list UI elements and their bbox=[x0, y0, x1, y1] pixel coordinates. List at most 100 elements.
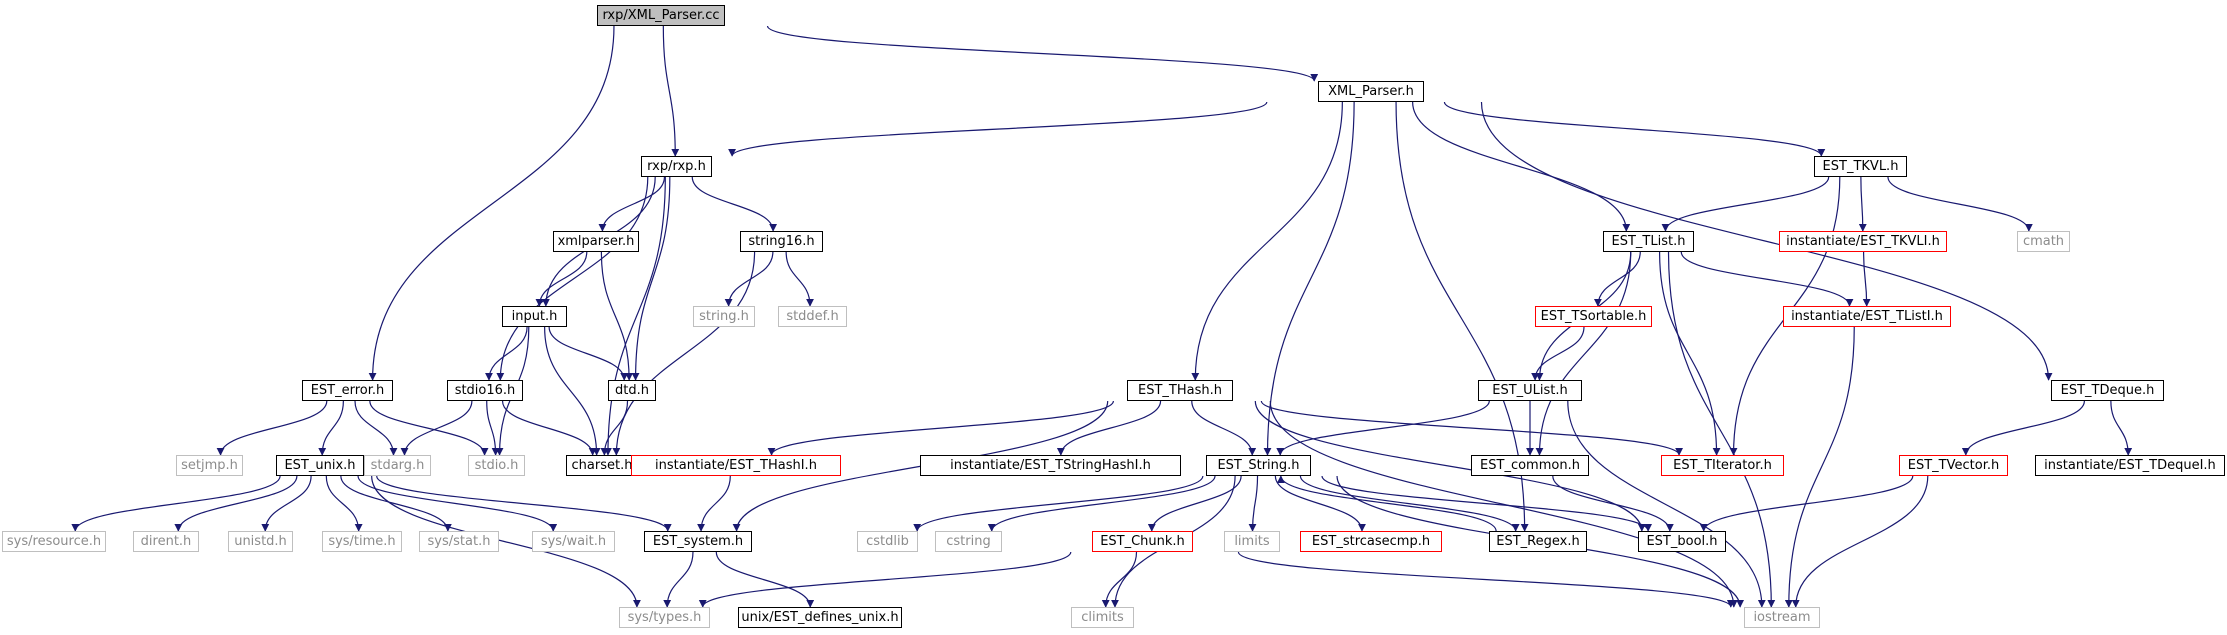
edge-rxp_h-to-string16_h bbox=[691, 176, 778, 232]
edge-rxp_h-to-dtd_h bbox=[631, 176, 671, 381]
edge-dtd_h-to-charset_h bbox=[600, 400, 629, 456]
node-instantiate-est-tdequei-h[interactable]: instantiate/EST_TDequeI.h bbox=[2035, 455, 2225, 476]
edge-est_tkvl_h-to-inst_tkvli_h bbox=[1858, 176, 1867, 232]
node-est-error-h[interactable]: EST_error.h bbox=[302, 380, 393, 401]
edge-rxp_h-to-charset_h bbox=[603, 176, 666, 456]
edge-rxp_h-to-stdio16_h bbox=[496, 176, 649, 381]
node-stdio-h: stdio.h bbox=[468, 455, 525, 476]
node-est-titerator-h[interactable]: EST_TIterator.h bbox=[1661, 455, 1784, 476]
node-est-unix-h[interactable]: EST_unix.h bbox=[276, 455, 364, 476]
edge-est_string_h-to-est_chunk_h bbox=[1147, 475, 1242, 532]
edge-root-to-est_error_h bbox=[368, 25, 615, 381]
edge-est_tlist_h-to-inst_tlisti_h bbox=[1680, 251, 1854, 307]
node-instantiate-est-thashi-h[interactable]: instantiate/EST_THashI.h bbox=[631, 455, 841, 476]
edge-est_thash_h-to-est_bool_h bbox=[1254, 400, 1646, 532]
node-charset-h[interactable]: charset.h bbox=[566, 455, 638, 476]
edge-xmlparser_h-to-dtd_h bbox=[600, 251, 634, 381]
edge-est_tlist_h-to-iostream bbox=[1667, 251, 1776, 608]
node-est-ulist-h[interactable]: EST_UList.h bbox=[1478, 380, 1582, 401]
edge-est_thash_h-to-est_titerator_h bbox=[1260, 400, 1683, 456]
node-est-tkvl-h[interactable]: EST_TKVL.h bbox=[1814, 156, 1907, 177]
edge-est_thash_h-to-iostream bbox=[1269, 400, 1738, 608]
edge-est_system_h-to-sys_types_h bbox=[663, 551, 694, 608]
node-est-tdeque-h[interactable]: EST_TDeque.h bbox=[2051, 380, 2164, 401]
node-unistd-h: unistd.h bbox=[228, 531, 293, 552]
node-cstring: cstring bbox=[935, 531, 1002, 552]
edge-est_string_h-to-cstdlib bbox=[913, 475, 1204, 532]
node-iostream: iostream bbox=[1744, 607, 1820, 628]
node-est-common-h[interactable]: EST_common.h bbox=[1471, 455, 1589, 476]
edge-est_common_h-to-est_bool_h bbox=[1552, 475, 1674, 532]
node-instantiate-est-tkvli-h[interactable]: instantiate/EST_TKVLI.h bbox=[1779, 231, 1947, 252]
node-xmlparser-h[interactable]: xmlparser.h bbox=[553, 231, 639, 252]
edge-est_string_h-to-cstring bbox=[987, 475, 1216, 532]
edge-est_string_h-to-est_strcasecmp_h bbox=[1274, 475, 1366, 532]
edge-est_string_h-to-limits bbox=[1248, 475, 1259, 532]
edge-est_tvector_h-to-iostream bbox=[1791, 475, 1929, 608]
node-est-string-h[interactable]: EST_String.h bbox=[1206, 455, 1311, 476]
edge-est_tlist_h-to-est_titerator_h bbox=[1659, 251, 1721, 456]
edge-input_h-to-stdio16_h bbox=[484, 326, 528, 381]
edge-est_unix_h-to-sys_types_h bbox=[371, 475, 641, 608]
node-est-tsortable-h[interactable]: EST_TSortable.h bbox=[1535, 306, 1652, 327]
edge-input_h-to-charset_h bbox=[544, 326, 601, 456]
node-climits: climits bbox=[1071, 607, 1134, 628]
node-instantiate-est-tstringhashi-h[interactable]: instantiate/EST_TStringHashI.h bbox=[920, 455, 1181, 476]
edge-xml_parser_h-to-est_regex_h bbox=[1395, 101, 1529, 532]
edge-est_chunk_h-to-sys_types_h bbox=[698, 551, 1072, 608]
node-string-h: string.h bbox=[693, 306, 755, 327]
node-xml-parser-h[interactable]: XML_Parser.h bbox=[1318, 81, 1424, 102]
edge-xml_parser_h-to-est_thash_h bbox=[1191, 101, 1343, 381]
node-input-h[interactable]: input.h bbox=[502, 306, 567, 327]
node-sys-wait-h: sys/wait.h bbox=[532, 531, 615, 552]
node-est-tlist-h[interactable]: EST_TList.h bbox=[1603, 231, 1694, 252]
node-sys-stat-h: sys/stat.h bbox=[419, 531, 499, 552]
edge-rxp_h-to-xmlparser_h bbox=[598, 176, 666, 232]
edge-est_string_h-to-est_regex_h bbox=[1299, 475, 1520, 532]
edge-est_thash_h-to-est_string_h bbox=[1191, 400, 1257, 456]
edge-stdio16_h-to-stdio_h bbox=[486, 400, 500, 456]
node-dtd-h[interactable]: dtd.h bbox=[608, 380, 656, 401]
edge-est_chunk_h-to-climits bbox=[1101, 551, 1138, 608]
node-root-file: rxp/XML_Parser.cc bbox=[597, 5, 725, 26]
edge-est_tlist_h-to-est_tsortable_h bbox=[1593, 251, 1641, 307]
node-est-bool-h[interactable]: EST_bool.h bbox=[1638, 531, 1726, 552]
edge-est_string_h-to-est_bool_h bbox=[1321, 475, 1653, 532]
edge-inst_tlisti_h-to-iostream bbox=[1784, 326, 1855, 608]
node-est-strcasecmp-h[interactable]: EST_strcasecmp.h bbox=[1300, 531, 1442, 552]
node-est-tvector-h[interactable]: EST_TVector.h bbox=[1899, 455, 2008, 476]
node-limits: limits bbox=[1224, 531, 1280, 552]
node-sys-time-h: sys/time.h bbox=[322, 531, 402, 552]
node-sys-resource-h: sys/resource.h bbox=[2, 531, 106, 552]
node-est-system-h[interactable]: EST_system.h bbox=[644, 531, 752, 552]
edge-est_tkvl_h-to-cmath bbox=[1887, 176, 2033, 232]
edge-root-to-rxp_h bbox=[662, 25, 680, 157]
edge-est_tdeque_h-to-est_tvector_h bbox=[1961, 400, 2085, 456]
edge-est_tlist_h-to-est_common_h bbox=[1535, 251, 1632, 456]
node-est-chunk-h[interactable]: EST_Chunk.h bbox=[1092, 531, 1193, 552]
node-est-regex-h[interactable]: EST_Regex.h bbox=[1489, 531, 1587, 552]
node-sys-types-h: sys/types.h bbox=[619, 607, 710, 628]
node-dirent-h: dirent.h bbox=[133, 531, 199, 552]
node-rxp-h[interactable]: rxp/rxp.h bbox=[641, 156, 712, 177]
node-stdarg-h: stdarg.h bbox=[364, 455, 431, 476]
edge-est_tvector_h-to-est_bool_h bbox=[1699, 475, 1914, 532]
edge-root-to-xml_parser_h bbox=[766, 25, 1319, 82]
edge-est_error_h-to-est_unix_h bbox=[318, 400, 344, 456]
edge-xml_parser_h-to-rxp_h bbox=[728, 101, 1268, 157]
node-string16-h[interactable]: string16.h bbox=[740, 231, 823, 252]
node-instantiate-est-tlisti-h[interactable]: instantiate/EST_TListI.h bbox=[1783, 306, 1951, 327]
edge-est_chunk_h-to-iostream bbox=[1237, 551, 1735, 608]
edge-est_thash_h-to-inst_thashi_h bbox=[767, 400, 1114, 456]
edge-est_system_h-to-unix_defines_h bbox=[715, 551, 815, 608]
node-est-thash-h[interactable]: EST_THash.h bbox=[1127, 380, 1233, 401]
edge-xml_parser_h-to-est_tlist_h bbox=[1412, 101, 1631, 232]
edge-est_ulist_h-to-iostream bbox=[1567, 400, 1766, 608]
edge-inst_thashi_h-to-est_system_h bbox=[697, 475, 731, 532]
node-stdio16-h[interactable]: stdio16.h bbox=[447, 380, 523, 401]
edge-est_thash_h-to-inst_tstringhashi_h bbox=[1056, 400, 1162, 456]
edge-est_unix_h-to-dirent_h bbox=[174, 475, 298, 532]
node-cmath: cmath bbox=[2017, 231, 2070, 252]
node-unix-est-defines-unix-h[interactable]: unix/EST_defines_unix.h bbox=[738, 607, 902, 628]
edge-est_regex_h-to-est_string_h bbox=[1276, 475, 1497, 532]
